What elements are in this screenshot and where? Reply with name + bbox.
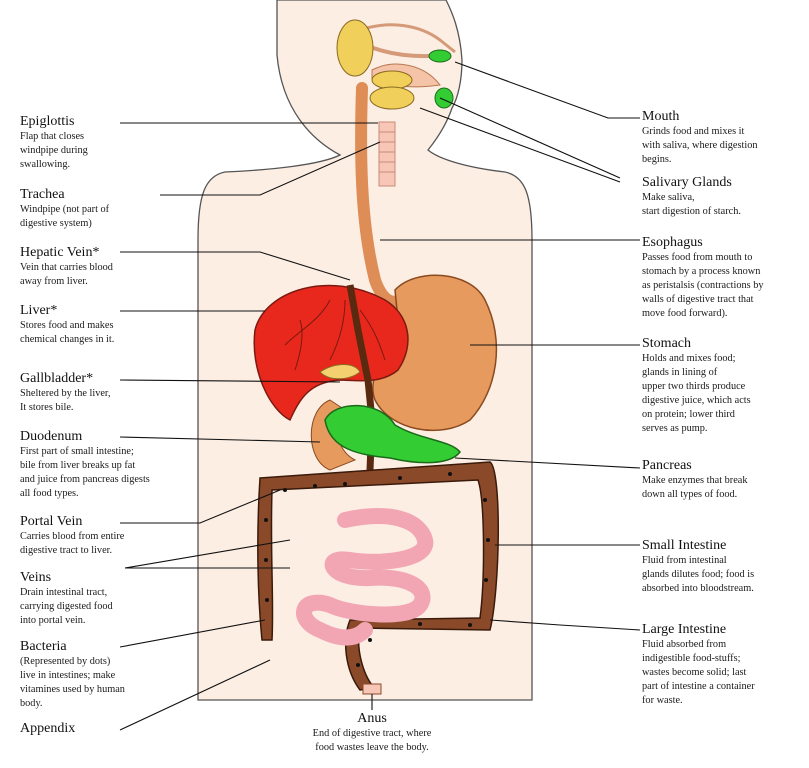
label-portal-vein-desc: Carries blood from entire digestive trac… xyxy=(20,531,125,556)
label-trachea-desc: Windpipe (not part of digestive system) xyxy=(20,204,110,229)
label-portal-vein: Portal Vein Carries blood from entire di… xyxy=(20,514,124,558)
label-appendix: Appendix xyxy=(20,721,75,737)
label-portal-vein-title: Portal Vein xyxy=(20,514,83,529)
label-salivary-glands-desc: Make saliva, start digestion of starch. xyxy=(642,192,741,217)
label-small-intestine-desc: Fluid from intestinal glands dilutes foo… xyxy=(642,555,755,594)
pancreas-shape xyxy=(324,404,461,464)
sublingual-gland xyxy=(371,70,413,90)
anus-shape xyxy=(362,683,382,695)
label-liver-desc: Stores food and makes chemical changes i… xyxy=(20,320,115,345)
label-duodenum: Duodenum First part of small intestine; … xyxy=(20,429,150,501)
label-epiglottis: Epiglottis Flap that closes windpipe dur… xyxy=(20,114,88,172)
leader-lines xyxy=(119,61,641,731)
label-bacteria-desc: (Represented by dots) live in intestines… xyxy=(20,656,125,709)
label-esophagus-desc: Passes food from mouth to stomach by a p… xyxy=(642,252,764,319)
label-veins: Veins Drain intestinal tract, carrying d… xyxy=(20,570,113,628)
label-appendix-title: Appendix xyxy=(20,721,76,736)
label-stomach-desc: Holds and mixes food; glands in lining o… xyxy=(642,353,751,434)
mouth-gland-green xyxy=(428,49,452,63)
label-epiglottis-title: Epiglottis xyxy=(20,114,75,129)
label-pancreas-title: Pancreas xyxy=(642,458,692,473)
esophagus-tube xyxy=(355,82,406,308)
label-duodenum-title: Duodenum xyxy=(20,429,83,444)
label-gallbladder-desc: Sheltered by the liver, It stores bile. xyxy=(20,388,111,413)
liver-shape xyxy=(253,284,409,422)
label-anus-title: Anus xyxy=(357,711,387,726)
lip-gland-green xyxy=(434,87,454,109)
label-mouth-desc: Grinds food and mixes it with saliva, wh… xyxy=(642,126,758,165)
label-hepatic-vein: Hepatic Vein* Vein that carries blood aw… xyxy=(20,245,113,289)
label-veins-desc: Drain intestinal tract, carrying digeste… xyxy=(20,587,113,626)
label-veins-title: Veins xyxy=(20,570,52,585)
label-small-intestine-title: Small Intestine xyxy=(642,538,727,553)
small-intestine-shape xyxy=(296,508,434,646)
submandibular-gland xyxy=(369,86,415,110)
label-hepatic-vein-title: Hepatic Vein* xyxy=(20,245,100,260)
label-mouth-title: Mouth xyxy=(642,109,680,124)
label-large-intestine-desc: Fluid absorbed from indigestible food-st… xyxy=(642,639,755,706)
label-esophagus-title: Esophagus xyxy=(642,235,703,250)
label-bacteria: Bacteria (Represented by dots) live in i… xyxy=(20,639,125,711)
trachea-tube xyxy=(378,121,396,187)
label-large-intestine: Large Intestine Fluid absorbed from indi… xyxy=(642,622,755,708)
large-intestine-shape xyxy=(257,461,499,691)
label-stomach: Stomach Holds and mixes food; glands in … xyxy=(642,336,751,436)
label-epiglottis-desc: Flap that closes windpipe during swallow… xyxy=(20,131,88,170)
label-stomach-title: Stomach xyxy=(642,336,691,351)
label-anus-desc: End of digestive tract, where food waste… xyxy=(312,728,432,753)
label-liver-title: Liver* xyxy=(20,303,58,318)
label-small-intestine: Small Intestine Fluid from intestinal gl… xyxy=(642,538,754,596)
label-pancreas: Pancreas Make enzymes that break down al… xyxy=(642,458,748,502)
label-anus: Anus End of digestive tract, where food … xyxy=(292,711,452,755)
label-salivary-glands-title: Salivary Glands xyxy=(642,175,732,190)
label-liver: Liver* Stores food and makes chemical ch… xyxy=(20,303,114,347)
label-salivary-glands: Salivary Glands Make saliva, start diges… xyxy=(642,175,741,219)
label-duodenum-desc: First part of small intestine; bile from… xyxy=(20,446,150,499)
label-gallbladder: Gallbladder* Sheltered by the liver, It … xyxy=(20,371,111,415)
parotid-gland xyxy=(336,19,374,77)
gallbladder-shape xyxy=(319,364,361,380)
label-large-intestine-title: Large Intestine xyxy=(642,622,727,637)
label-trachea-title: Trachea xyxy=(20,187,65,202)
label-trachea: Trachea Windpipe (not part of digestive … xyxy=(20,187,109,231)
label-pancreas-desc: Make enzymes that break down all types o… xyxy=(642,475,748,500)
label-esophagus: Esophagus Passes food from mouth to stom… xyxy=(642,235,764,321)
label-gallbladder-title: Gallbladder* xyxy=(20,371,94,386)
nasal-cavity xyxy=(359,23,456,54)
label-mouth: Mouth Grinds food and mixes it with sali… xyxy=(642,109,758,167)
label-hepatic-vein-desc: Vein that carries blood away from liver. xyxy=(20,262,113,287)
label-bacteria-title: Bacteria xyxy=(20,639,67,654)
